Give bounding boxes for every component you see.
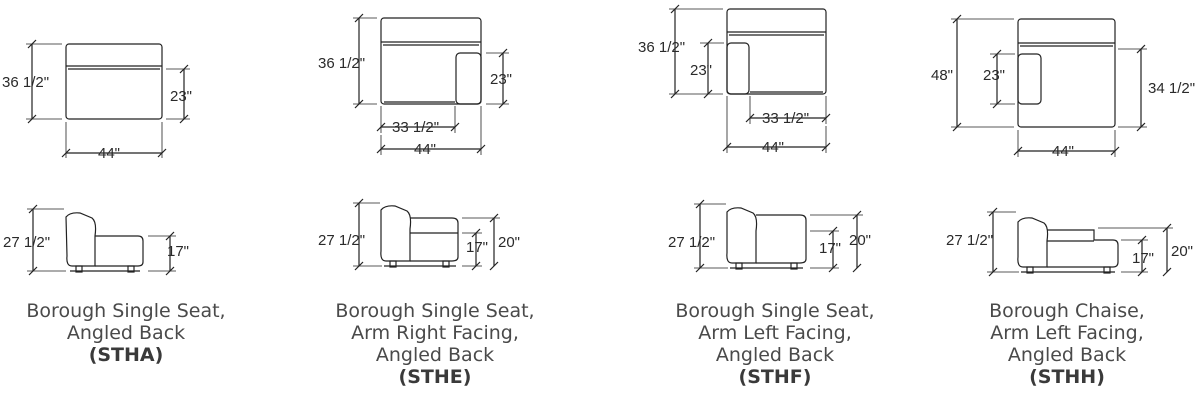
stha-depth-label: 36 1/2" [2,74,49,91]
sthf-inner-label: 33 1/2" [762,110,809,127]
stha-code: (STHA) [88,344,164,366]
stha-width-label: 44" [98,145,120,162]
sthf-width-label: 44" [762,139,784,156]
sthf-side-view [694,199,863,273]
sthe-name-line-3: Angled Back [375,344,495,366]
sthf-seat-height-label: 17" [819,240,841,257]
stha-side-view [27,204,176,276]
stha-seat-label: 23" [170,88,192,105]
sthe-width-label: 44" [414,141,436,158]
dimension-labels: 36 1/2" 23" 44" 36 1/2" 23" 33 1/2" 44" … [2,39,1195,267]
sthh-seat-depth-label: 34 1/2" [1148,80,1195,97]
sthf-name-line-1: Borough Single Seat, [675,300,875,322]
sthf-code: (STHF) [738,366,812,388]
stha-height-label: 27 1/2" [3,234,50,251]
sthh-arm-height-label: 20" [1171,243,1193,260]
sthf-name-line-3: Angled Back [715,344,835,366]
stha-name-line-2: Angled Back [66,322,186,344]
sthe-arm-height-label: 20" [498,234,520,251]
sthh-top-view [951,14,1147,157]
sthe-seat-label: 23" [490,71,512,88]
sthh-name-line-1: Borough Chaise, [989,300,1145,322]
sthe-depth-label: 36 1/2" [318,55,365,72]
sthh-name-line-2: Arm Left Facing, [990,322,1144,344]
sthf-arm-height-label: 20" [849,232,871,249]
sthe-top-view [353,13,509,155]
sthh-caption: Borough Chaise, Arm Left Facing, Angled … [947,300,1187,388]
sthf-name-line-2: Arm Left Facing, [698,322,852,344]
sthf-depth-label: 36 1/2" [638,39,685,56]
sthh-seat-label: 23" [983,67,1005,84]
stha-top-view [26,39,190,158]
sthe-seat-height-label: 17" [466,239,488,256]
stha-caption: Borough Single Seat, Angled Back (STHA) [6,300,246,366]
sthh-seat-height-label: 17" [1132,250,1154,267]
stha-seat-height-label: 17" [167,243,189,260]
sthe-side-view [353,198,500,271]
sthh-code: (STHH) [1029,366,1105,388]
sthf-height-label: 27 1/2" [668,234,715,251]
sthe-name-line-1: Borough Single Seat, [335,300,535,322]
sthe-inner-label: 33 1/2" [392,119,439,136]
stha-name-line-1: Borough Single Seat, [26,300,226,322]
sthe-name-line-2: Arm Right Facing, [351,322,519,344]
sthf-top-view [669,4,831,153]
sthe-code: (STHE) [398,366,472,388]
sthh-depth-label: 48" [931,67,953,84]
sthh-height-label: 27 1/2" [946,232,993,249]
sthh-name-line-3: Angled Back [1007,344,1127,366]
sthf-caption: Borough Single Seat, Arm Left Facing, An… [655,300,895,388]
sthh-width-label: 44" [1052,143,1074,160]
sthf-seat-label: 23" [690,62,712,79]
sthh-side-view [987,207,1173,277]
sthe-caption: Borough Single Seat, Arm Right Facing, A… [315,300,555,388]
sthe-height-label: 27 1/2" [318,232,365,249]
